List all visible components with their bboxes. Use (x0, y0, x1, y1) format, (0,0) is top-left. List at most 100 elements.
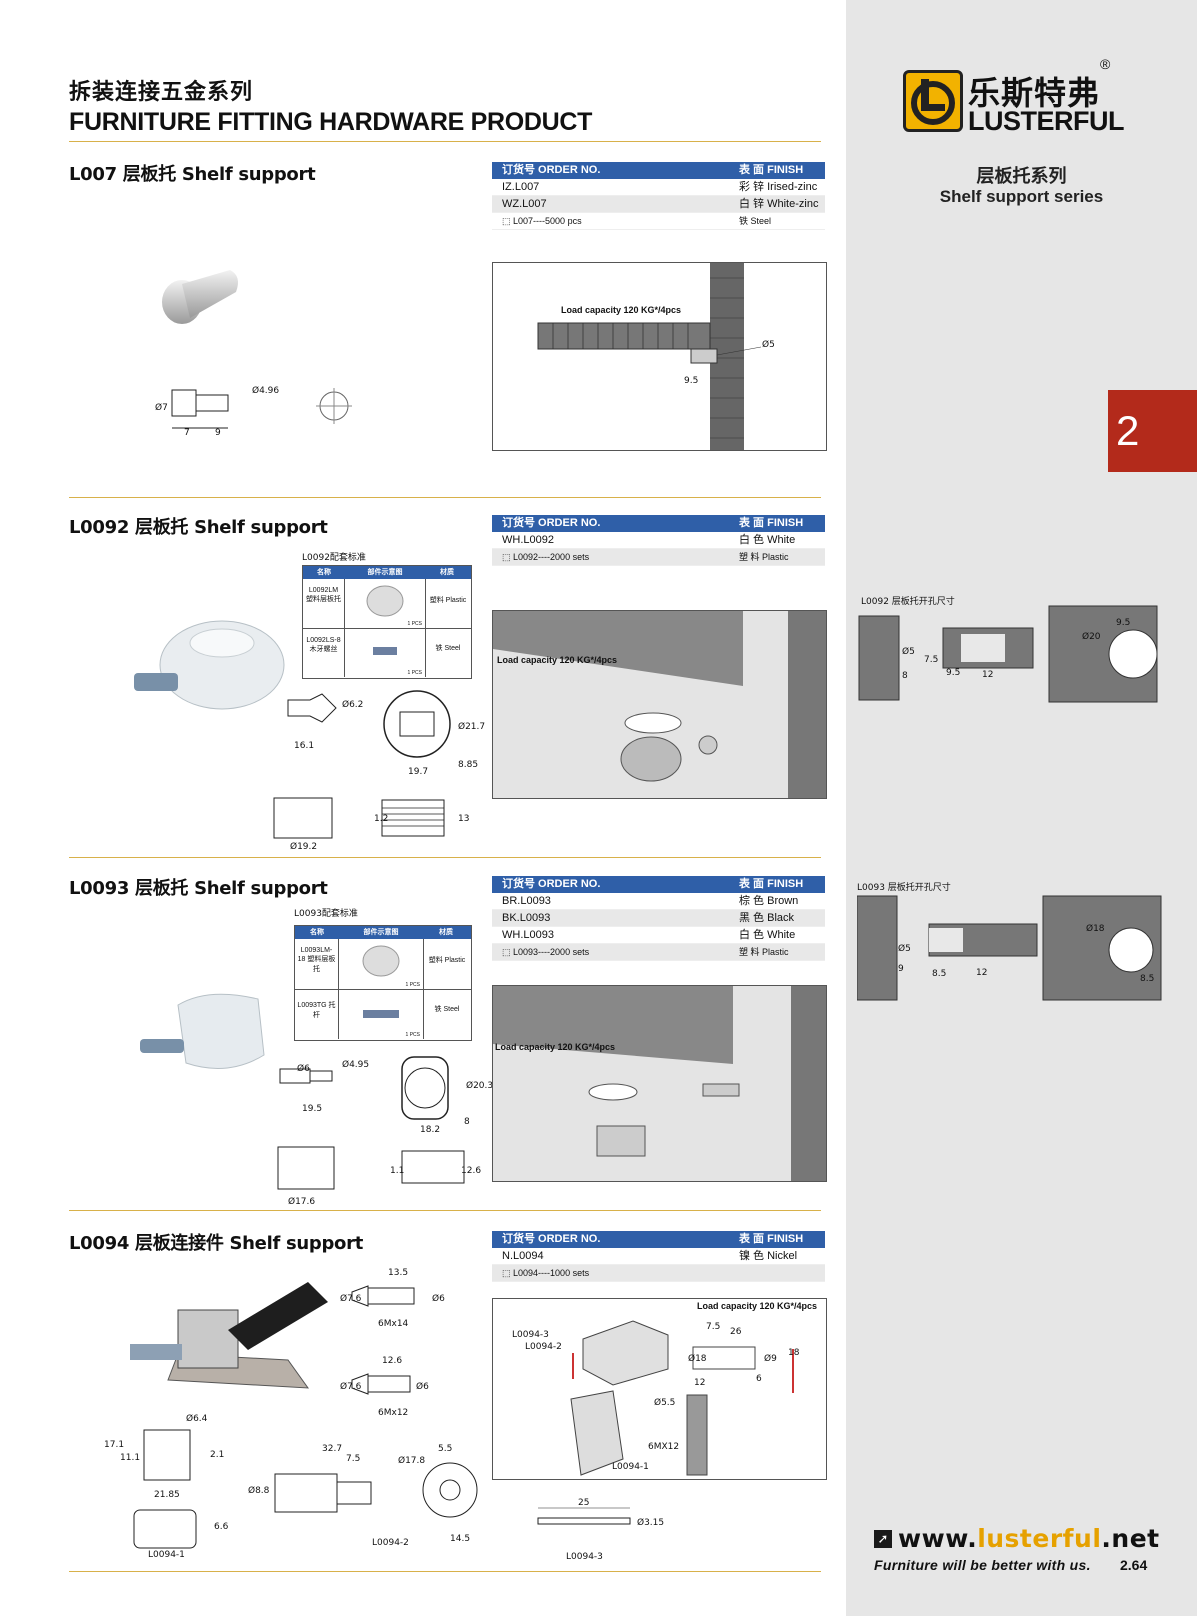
std-material: 铁 Steel (434, 1006, 460, 1013)
std-table-l0092: 名称部件示意图材质 L0092LM 塑料层板托 1 PCS 塑料 Plastic… (302, 565, 472, 679)
dim-label: 12 (694, 1378, 706, 1388)
l0093-product-photo (140, 993, 265, 1069)
dim-label: 13 (458, 814, 470, 824)
package-icon: ⬚ (502, 1268, 511, 1278)
dim-label: Ø6.2 (342, 700, 364, 710)
section-title-l0094: L0094 层板连接件 Shelf support (69, 1233, 363, 1254)
finish-header: 表 面 FINISH (739, 164, 804, 176)
screw-label: 6MX12 (648, 1442, 680, 1452)
dim-label: 16.1 (294, 741, 315, 751)
l0094-installation-diagram (492, 1298, 827, 1480)
dim-label: Ø7.6 (340, 1294, 362, 1304)
dim-label: Ø17.8 (398, 1456, 426, 1466)
dim-label: 5.5 (438, 1444, 453, 1454)
load-capacity-label: Load capacity 120 KG*/4pcs (497, 655, 618, 665)
dim-label: Ø20.3 (466, 1081, 494, 1091)
std-part-name: L0092LS-8 木牙螺丝 (303, 629, 345, 677)
dim-label: Ø3.15 (637, 1518, 665, 1528)
dim-label: Ø19.2 (290, 842, 318, 852)
dim-label: 19.5 (302, 1104, 323, 1114)
std-part-name: L0092LM 塑料层板托 (303, 579, 345, 628)
order-finish: 白 色 White (739, 534, 796, 546)
dim-label: 8.5 (1140, 974, 1155, 984)
dim-label: Ø5.5 (654, 1398, 676, 1408)
dim-label: Ø21.7 (458, 722, 486, 732)
order-no-header: 订货号 ORDER NO. (502, 1233, 601, 1245)
std-table-l0093: 名称部件示意图材质 L0093LM-18 塑料层板托 1 PCS 塑料 Plas… (294, 925, 472, 1041)
std-part-name: L0093LM-18 塑料层板托 (295, 939, 339, 989)
dim-label: Ø18 (1086, 924, 1105, 934)
std-table-title: L0092配套标准 (302, 553, 366, 563)
order-finish: 彩 锌 Irised-zinc (739, 181, 818, 193)
dim-label: 12 (982, 670, 994, 680)
std-material: 塑料 Plastic (429, 597, 467, 604)
dim-label: 1.1 (390, 1166, 405, 1176)
l0093-dimension-drawing (277, 1056, 465, 1190)
dim-label: 18 (788, 1348, 800, 1358)
dim-label: Ø8.8 (248, 1486, 270, 1496)
dim-label: 19.7 (408, 767, 429, 777)
part-label: L0094-2 (525, 1342, 562, 1352)
dim-label: Ø9 (764, 1354, 777, 1364)
dim-label: 26 (730, 1327, 742, 1337)
dim-label: 8.85 (458, 760, 479, 770)
dim-label: Ø20 (1082, 632, 1101, 642)
brand-name-cn: 乐斯特弗 (968, 74, 1101, 112)
dim-label: 8 (464, 1117, 470, 1127)
load-capacity-label: Load capacity 120 KG*/4pcs (495, 1042, 616, 1052)
dim-label: Ø6 (416, 1382, 429, 1392)
std-header: 材质 (439, 929, 453, 936)
dim-label: Ø4.96 (252, 386, 280, 396)
order-finish: 白 锌 White-zinc (739, 198, 819, 210)
section-divider (69, 1210, 821, 1211)
hole-size-title: L0092 层板托开孔尺寸 (861, 597, 955, 607)
dim-label: 7.5 (924, 655, 939, 665)
website-link[interactable]: www.lusterful.net (898, 1524, 1160, 1553)
section-divider (69, 497, 821, 498)
l0092-dimension-drawing (273, 690, 451, 839)
std-header: 材质 (440, 569, 454, 576)
dim-label: 18.2 (420, 1125, 441, 1135)
part-label: L0094-2 (372, 1538, 409, 1548)
package-qty: L007----5000 pcs (513, 216, 582, 226)
dim-label: 11.1 (120, 1453, 141, 1463)
series-title-cn: 层板托系列 (976, 166, 1067, 187)
package-qty: L0093----2000 sets (513, 947, 590, 957)
part-label: L0094-3 (566, 1552, 603, 1562)
l007-dimension-drawing (171, 388, 352, 429)
order-code: N.L0094 (502, 1250, 544, 1262)
dim-label: Ø7.6 (340, 1382, 362, 1392)
std-header: 部件示意图 (367, 569, 403, 576)
l0094-product-photo (130, 1282, 328, 1389)
part-label: L0094-3 (512, 1330, 549, 1340)
slogan: Furniture will be better with us. (874, 1557, 1091, 1573)
dim-label: 12.6 (461, 1166, 482, 1176)
brand-name-en: LUSTERFUL (968, 106, 1124, 136)
dim-label: 17.1 (104, 1440, 125, 1450)
order-code: WH.L0093 (502, 929, 554, 941)
dim-label: 7.5 (346, 1454, 361, 1464)
order-code: BK.L0093 (502, 912, 551, 924)
dim-label: 2.1 (210, 1450, 225, 1460)
dim-label: 9.5 (946, 668, 961, 678)
dim-label: 9 (898, 964, 904, 974)
dim-label: 9.5 (684, 376, 699, 386)
series-title-en: Shelf support series (939, 187, 1104, 206)
package-material: 铁 Steel (739, 216, 772, 226)
package-qty: L0092----2000 sets (513, 552, 590, 562)
order-code: BR.L0093 (502, 895, 551, 907)
website-suffix: .net (1101, 1524, 1160, 1553)
std-material: 铁 Steel (435, 645, 461, 652)
dim-label: 7.5 (706, 1322, 721, 1332)
screw-label: 6Mx12 (378, 1408, 409, 1418)
dim-label: Ø18 (688, 1354, 707, 1364)
std-header: 部件示意图 (363, 929, 399, 936)
dim-label: 6 (756, 1374, 762, 1384)
hole-size-title: L0093 层板托开孔尺寸 (857, 883, 951, 893)
dim-label: 13.5 (388, 1268, 409, 1278)
dim-label: 8 (902, 671, 908, 681)
dim-label: Ø6 (297, 1064, 310, 1074)
dim-label: 32.7 (322, 1444, 343, 1454)
